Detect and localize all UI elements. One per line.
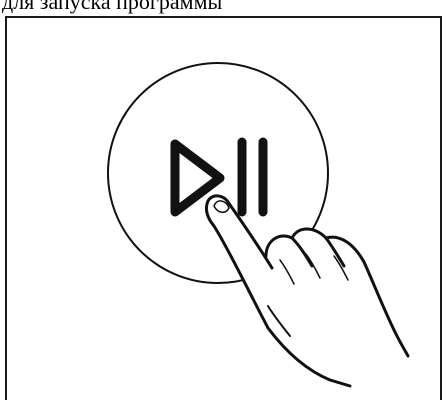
pointing-hand-icon [206, 195, 408, 386]
